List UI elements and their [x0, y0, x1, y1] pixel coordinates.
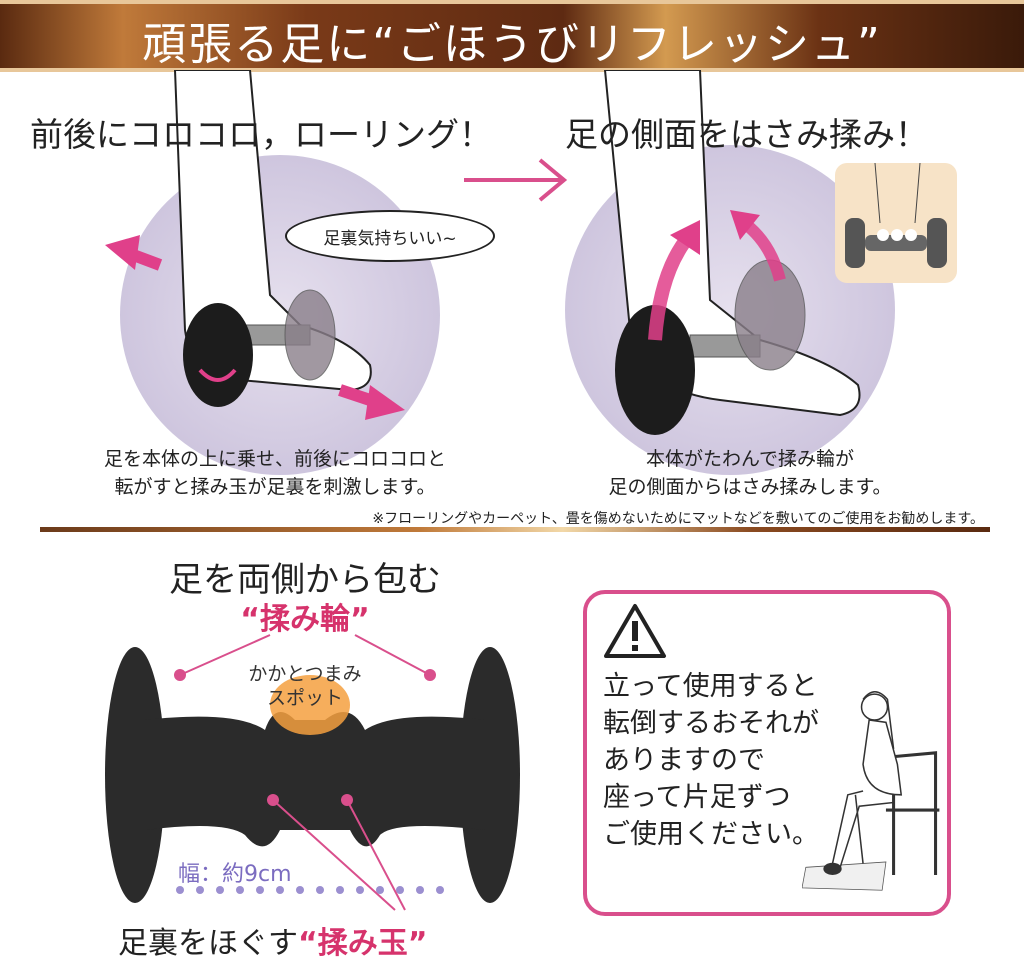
- heel-spot-label: かかとつまみ スポット: [225, 662, 385, 710]
- heel-spot-line: かかとつまみ: [248, 663, 362, 685]
- warning-text: 立って使用すると 転倒するおそれが ありますので 座って片足ずつ ご使用ください…: [603, 668, 819, 853]
- right-headline: 足の側面をはさみ揉み！: [565, 115, 928, 154]
- width-label: 幅：約9cm: [178, 862, 292, 887]
- left-headline: 前後にコロコロ，ローリング！: [30, 115, 492, 154]
- left-caption-line: 転がすと揉み玉が足裏を刺激します。: [114, 476, 436, 498]
- speech-bubble-text: 足裏気持ちいい~: [323, 229, 457, 249]
- banner-title: 頑張る足に“ごほうびリフレッシュ”: [142, 19, 882, 70]
- inset-photo: [835, 162, 957, 283]
- right-caption-line: 足の側面からはさみ揉みします。: [608, 476, 892, 498]
- left-caption: 足を本体の上に乗せ、前後にコロコロと 転がすと揉み玉が足裏を刺激します。: [40, 445, 510, 501]
- warning-line: 立って使用すると: [603, 671, 818, 702]
- warning-line: 転倒するおそれが: [603, 708, 819, 739]
- warning-line: ありますので: [603, 745, 765, 776]
- warning-line: 座って片足ずつ: [603, 782, 791, 813]
- heel-spot-line: スポット: [266, 687, 343, 709]
- usage-note: ※フローリングやカーペット、畳を傷めないためにマットなどを敷いてのご使用をお勧め…: [372, 511, 984, 527]
- right-arrow-icon: [464, 158, 568, 202]
- warning-box: [583, 590, 951, 916]
- ball-label-highlight: “揉み玉”: [298, 926, 428, 961]
- warning-line: ご使用ください。: [603, 819, 819, 850]
- seated-woman-illustration: [802, 691, 940, 891]
- left-caption-line: 足を本体の上に乗せ、前後にコロコロと: [103, 448, 446, 470]
- ring-label: “揉み輪”: [240, 602, 370, 637]
- speech-bubble: [285, 210, 495, 262]
- ball-label: 足裏をほぐす“揉み玉”: [118, 918, 427, 962]
- squeezing-foot-illustration: [603, 70, 861, 435]
- right-caption-line: 本体がたわんで揉み輪が: [645, 448, 855, 470]
- warning-icon: [604, 604, 666, 658]
- roller-device-illustration: [105, 634, 520, 911]
- rolling-foot-illustration: [105, 70, 405, 420]
- inset-device-icon: [845, 162, 947, 268]
- product-title: 足を両側から包む: [169, 560, 441, 600]
- right-caption: 本体がたわんで揉み輪が 足の側面からはさみ揉みします。: [540, 445, 960, 501]
- divider: [40, 527, 990, 532]
- title-banner: [0, 0, 1024, 72]
- ball-label-prefix: 足裏をほぐす: [118, 926, 298, 961]
